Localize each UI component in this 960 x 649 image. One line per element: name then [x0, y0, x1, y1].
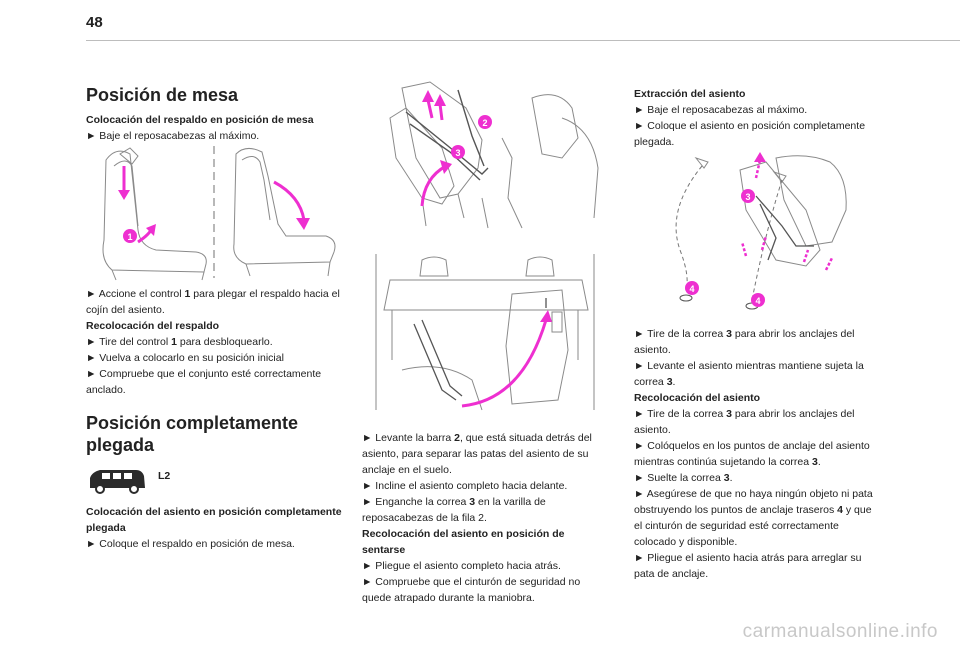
column-3: Extracción del asiento ► Baje el reposac… — [634, 86, 880, 150]
callout-1: 1 — [127, 232, 132, 242]
step-fully-folded: ► Coloque el asiento en posición complet… — [634, 120, 866, 148]
page-number: 48 — [86, 14, 103, 31]
step-pull-strap: ► Tire de la correa 3 para abrir los anc… — [634, 328, 855, 356]
subheading-reposition-backrest: Recolocación del respaldo — [86, 320, 220, 332]
step-fold-back: ► Pliegue el asiento completo hacia atrá… — [362, 560, 561, 572]
seat-removal-illustration: 3 4 4 — [675, 152, 847, 310]
subheading-reinstall-seat: Recolocación del asiento — [634, 392, 761, 404]
section-title-table-position: Posición de mesa — [86, 85, 239, 105]
step-table-position: ► Coloque el respaldo en posición de mes… — [86, 538, 295, 550]
subheading-place-folded: Colocación del asiento en posición compl… — [86, 506, 342, 534]
step-lower-headrest: ► Baje el reposacabezas al máximo. — [86, 130, 260, 142]
step-hook-strap: ► Enganche la correa 3 en la varilla de … — [362, 496, 546, 524]
step-release-strap: ► Suelte la correa 3. — [634, 472, 733, 484]
van-icon — [90, 470, 145, 494]
subheading-table-position: Colocación del respaldo en posición de m… — [86, 114, 314, 126]
subheading-remove-seat: Extracción del asiento — [634, 88, 746, 100]
step-operate-control: ► Accione el control 1 para plegar el re… — [86, 288, 340, 316]
step-pull-control: ► Tire del control 1 para desbloquearlo. — [86, 336, 273, 348]
column-2: ► Levante la barra 2, que está situada d… — [362, 430, 606, 606]
step-check-belt: ► Compruebe que el cinturón de seguridad… — [362, 576, 581, 604]
step-pull-strap-2: ► Tire de la correa 3 para abrir los anc… — [634, 408, 855, 436]
step-lift-seat: ► Levante el asiento mientras mantiene s… — [634, 360, 864, 388]
seat-lift-illustration: 2 3 — [389, 81, 599, 229]
callout-4b: 4 — [755, 296, 760, 306]
step-check-anchored: ► Compruebe que el conjunto esté correct… — [86, 368, 322, 396]
callout-3: 3 — [455, 148, 460, 158]
callout-2: 2 — [482, 118, 487, 128]
callout-3b: 3 — [745, 192, 750, 202]
step-ensure-clear: ► Asegúrese de que no haya ningún objeto… — [634, 488, 873, 548]
header-rule — [86, 40, 960, 41]
step-return-position: ► Vuelva a colocarlo en su posición inic… — [86, 352, 284, 364]
column-1: Posición de mesa Colocación del respaldo… — [86, 84, 344, 144]
badge-l2: L2 — [158, 470, 171, 482]
step-place-anchors: ► Colóquelos en los puntos de anclaje de… — [634, 440, 870, 468]
subheading-reposition-seat: Recolocación del asiento en posición de … — [362, 528, 565, 556]
column-3-lower: ► Tire de la correa 3 para abrir los anc… — [634, 326, 880, 582]
step-fold-back-leg: ► Pliegue el asiento hacia atrás para ar… — [634, 552, 862, 580]
version-badge-row: L2 — [86, 462, 344, 498]
watermark: carmanualsonline.info — [742, 621, 938, 642]
step-raise-bar: ► Levante la barra 2, que está situada d… — [362, 432, 592, 476]
seat-table-illustration: 1 — [102, 146, 336, 281]
column-1-lower: ► Accione el control 1 para plegar el re… — [86, 286, 344, 552]
step-lower-headrest-2: ► Baje el reposacabezas al máximo. — [634, 104, 808, 116]
seat-fold-forward-illustration — [375, 254, 595, 411]
callout-4a: 4 — [689, 284, 694, 294]
step-tilt-forward: ► Incline el asiento completo hacia dela… — [362, 480, 568, 492]
